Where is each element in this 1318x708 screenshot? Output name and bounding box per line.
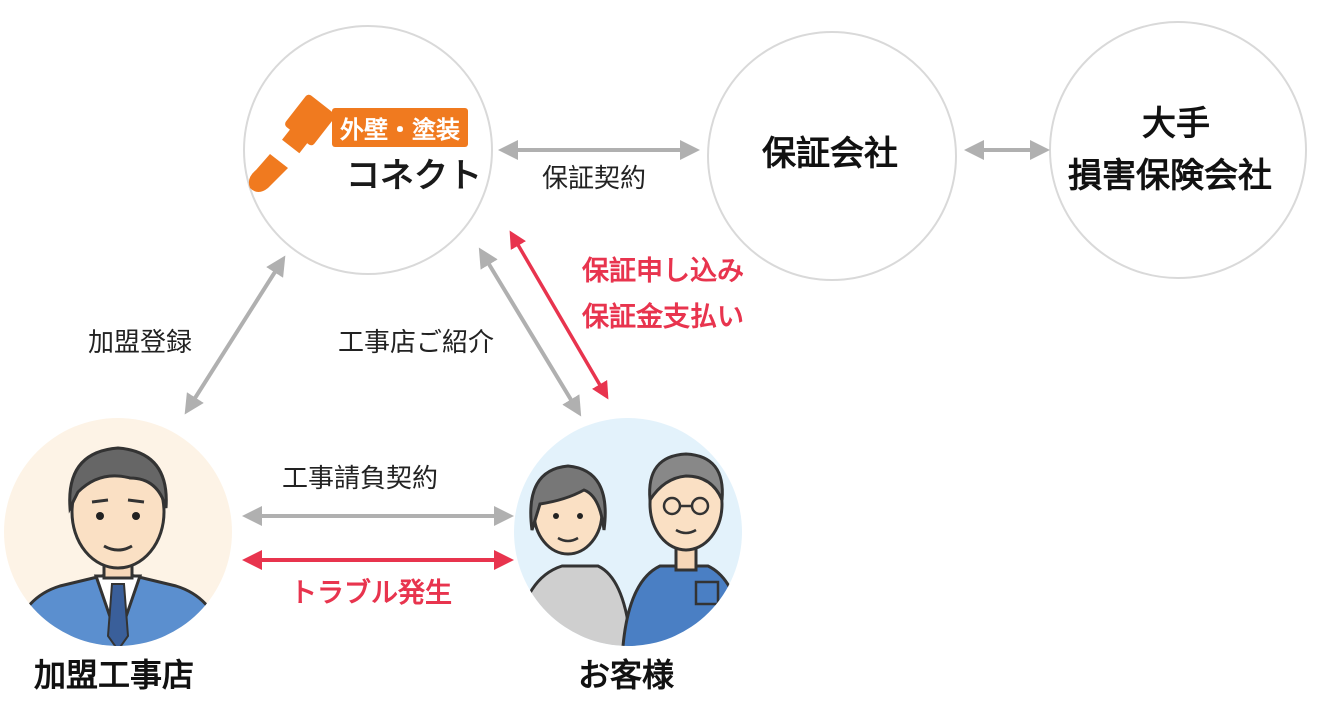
- insurance-company-label-line1: 大手: [1142, 104, 1210, 144]
- insurance-company-label-line2: 損害保険会社: [1068, 156, 1272, 196]
- edge-label-guarantee-contract: 保証契約: [542, 164, 647, 194]
- guarantee-company-label: 保証会社: [762, 134, 898, 174]
- connect-circle: [243, 25, 493, 275]
- guarantee-company-circle: [707, 31, 957, 281]
- edge-label-work-contract: 工事請負契約: [282, 464, 439, 494]
- edge-label-guarantee-apply: 保証申し込み: [582, 256, 744, 287]
- insurance-company-circle: [1049, 21, 1307, 279]
- customer-label: お客様: [578, 656, 675, 694]
- paint-brush-icon: [248, 94, 335, 192]
- logo-badge: 外壁・塗装: [332, 108, 468, 147]
- contractor-label: 加盟工事店: [34, 656, 195, 694]
- edge-label-trouble: トラブル発生: [290, 578, 452, 609]
- arrow-contractor-connect: [184, 255, 286, 415]
- connect-logo: 外壁・塗装 コネクト: [248, 104, 488, 196]
- logo-word: コネクト: [346, 156, 482, 196]
- edge-label-introduction: 工事店ご紹介: [338, 328, 495, 358]
- arrow-connect-customer: [478, 247, 582, 417]
- edge-label-membership: 加盟登録: [88, 328, 193, 358]
- edge-label-guarantee-payment: 保証金支払い: [582, 302, 744, 333]
- arrow-customer-connect-red: [509, 230, 609, 400]
